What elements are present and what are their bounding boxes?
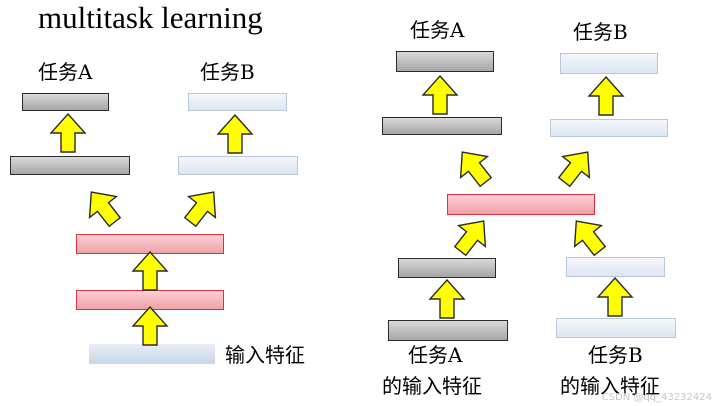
right-task-b-hidden-layer: [550, 119, 668, 137]
watermark: CSDN @qq_43232424: [601, 392, 712, 403]
right-task-a-input-layer: [388, 320, 508, 341]
up-arrow-icon: [132, 306, 168, 346]
left-task-a-output-layer: [22, 93, 109, 111]
up-arrow-icon: [429, 279, 465, 319]
right-task-a-label: 任务A: [410, 18, 465, 42]
right-task-b-output-layer: [560, 53, 658, 74]
left-task-a-label: 任务A: [38, 60, 93, 84]
right-input-a-label-line1: 任务A: [408, 343, 463, 367]
up-right-arrow-icon: [446, 209, 498, 263]
right-input-a-label-line2: 的输入特征: [382, 374, 482, 398]
up-arrow-icon: [422, 75, 458, 115]
up-right-arrow-icon: [550, 140, 602, 194]
up-arrow-icon: [588, 76, 624, 116]
up-left-arrow-icon: [448, 140, 500, 194]
diagram-title: multitask learning: [38, 0, 263, 35]
right-input-b-label-line1: 任务B: [588, 343, 643, 367]
left-task-b-label: 任务B: [200, 60, 255, 84]
up-arrow-icon: [132, 251, 168, 291]
up-arrow-icon: [217, 114, 253, 154]
left-task-a-hidden-layer: [10, 156, 130, 175]
left-task-b-hidden-layer: [178, 156, 298, 175]
right-task-b-input-layer: [556, 318, 676, 338]
up-arrow-icon: [50, 113, 86, 153]
right-task-b-input-hidden-layer: [566, 257, 665, 277]
left-task-b-output-layer: [188, 93, 287, 111]
up-right-arrow-icon: [176, 180, 228, 234]
right-task-a-input-hidden-layer: [398, 258, 496, 278]
left-input-features-layer: [89, 344, 215, 364]
left-input-label: 输入特征: [225, 343, 305, 367]
right-input-b-label-line2: 的输入特征: [560, 374, 660, 398]
up-arrow-icon: [597, 277, 633, 317]
right-task-b-label: 任务B: [573, 20, 628, 44]
up-left-arrow-icon: [562, 209, 614, 263]
right-shared-layer: [447, 194, 595, 215]
up-left-arrow-icon: [77, 180, 129, 234]
right-task-a-output-layer: [396, 51, 494, 72]
right-task-a-hidden-layer: [382, 117, 502, 135]
